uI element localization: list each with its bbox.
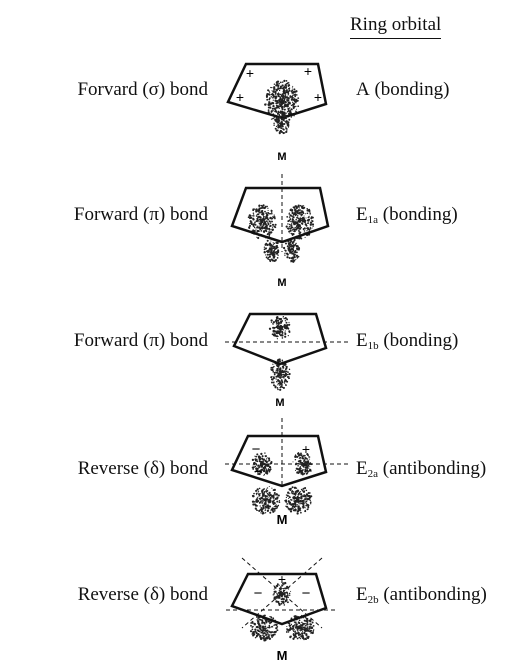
bond-label: Reverse (δ) bond (77, 458, 208, 479)
sign-minus: − (302, 585, 311, 602)
cloud (282, 237, 301, 263)
sign-plus: + (302, 441, 310, 457)
diagram-row-5: Reverse (δ) bond + − − M E2b (antibondin… (0, 538, 528, 663)
diagram-row-3: Forward (π) bond M E1b (bonding) (0, 290, 528, 410)
bond-label: Forward (π) bond (73, 330, 208, 351)
sign-plus: + (246, 65, 254, 81)
ring-diagram: − + + − M (218, 408, 352, 528)
metal-label: M (277, 151, 286, 163)
cloud (273, 114, 290, 135)
sign-minus: − (254, 585, 263, 602)
orbital-label: E2a (antibonding) (356, 458, 487, 480)
sign-plus: + (314, 89, 322, 105)
metal-label: M (277, 512, 288, 527)
sign-minus: − (304, 463, 313, 480)
cloud (249, 614, 279, 642)
orbital-label: E2b (antibonding) (356, 584, 487, 606)
cloud (247, 204, 277, 240)
orbital-label: A (bonding) (356, 79, 450, 100)
cloud (270, 358, 291, 391)
cloud (284, 486, 313, 515)
orbital-label: E1a (bonding) (356, 204, 458, 226)
bond-label: Reverse (δ) bond (77, 584, 208, 605)
bond-label: Forvard (σ) bond (77, 79, 208, 100)
cloud (285, 614, 315, 641)
ring-diagram: M (222, 172, 352, 292)
bond-label: Forward (π) bond (73, 204, 208, 225)
sign-minus: − (252, 441, 261, 458)
diagram-row-1: Forvard (σ) bond + + + + M A (bonding) (0, 52, 528, 172)
sign-plus: + (236, 89, 244, 105)
cloud (251, 485, 281, 515)
orbital-label: E1b (bonding) (356, 330, 459, 352)
sign-plus: + (278, 571, 286, 587)
metal-label: M (275, 397, 284, 409)
diagram-row-2: Forward (π) bond M E1a (bonding) (0, 172, 528, 292)
ring-diagram: + + + + M (222, 52, 352, 172)
metal-label: M (277, 277, 286, 289)
cloud (268, 316, 291, 340)
cloud (263, 239, 280, 263)
metal-label: M (277, 648, 288, 661)
cloud (272, 581, 292, 606)
ring-diagram: + − − M (222, 538, 352, 663)
diagram-row-4: Reverse (δ) bond − + + − M E2a (antibond… (0, 408, 528, 528)
sign-plus: + (304, 63, 312, 79)
ring-orbital-header: Ring orbital (350, 14, 442, 39)
cloud (292, 452, 313, 476)
cloud (264, 79, 300, 125)
cloud (285, 204, 315, 240)
ring-diagram: M (218, 290, 352, 410)
sign-plus: + (254, 463, 262, 479)
cloud (251, 452, 273, 476)
